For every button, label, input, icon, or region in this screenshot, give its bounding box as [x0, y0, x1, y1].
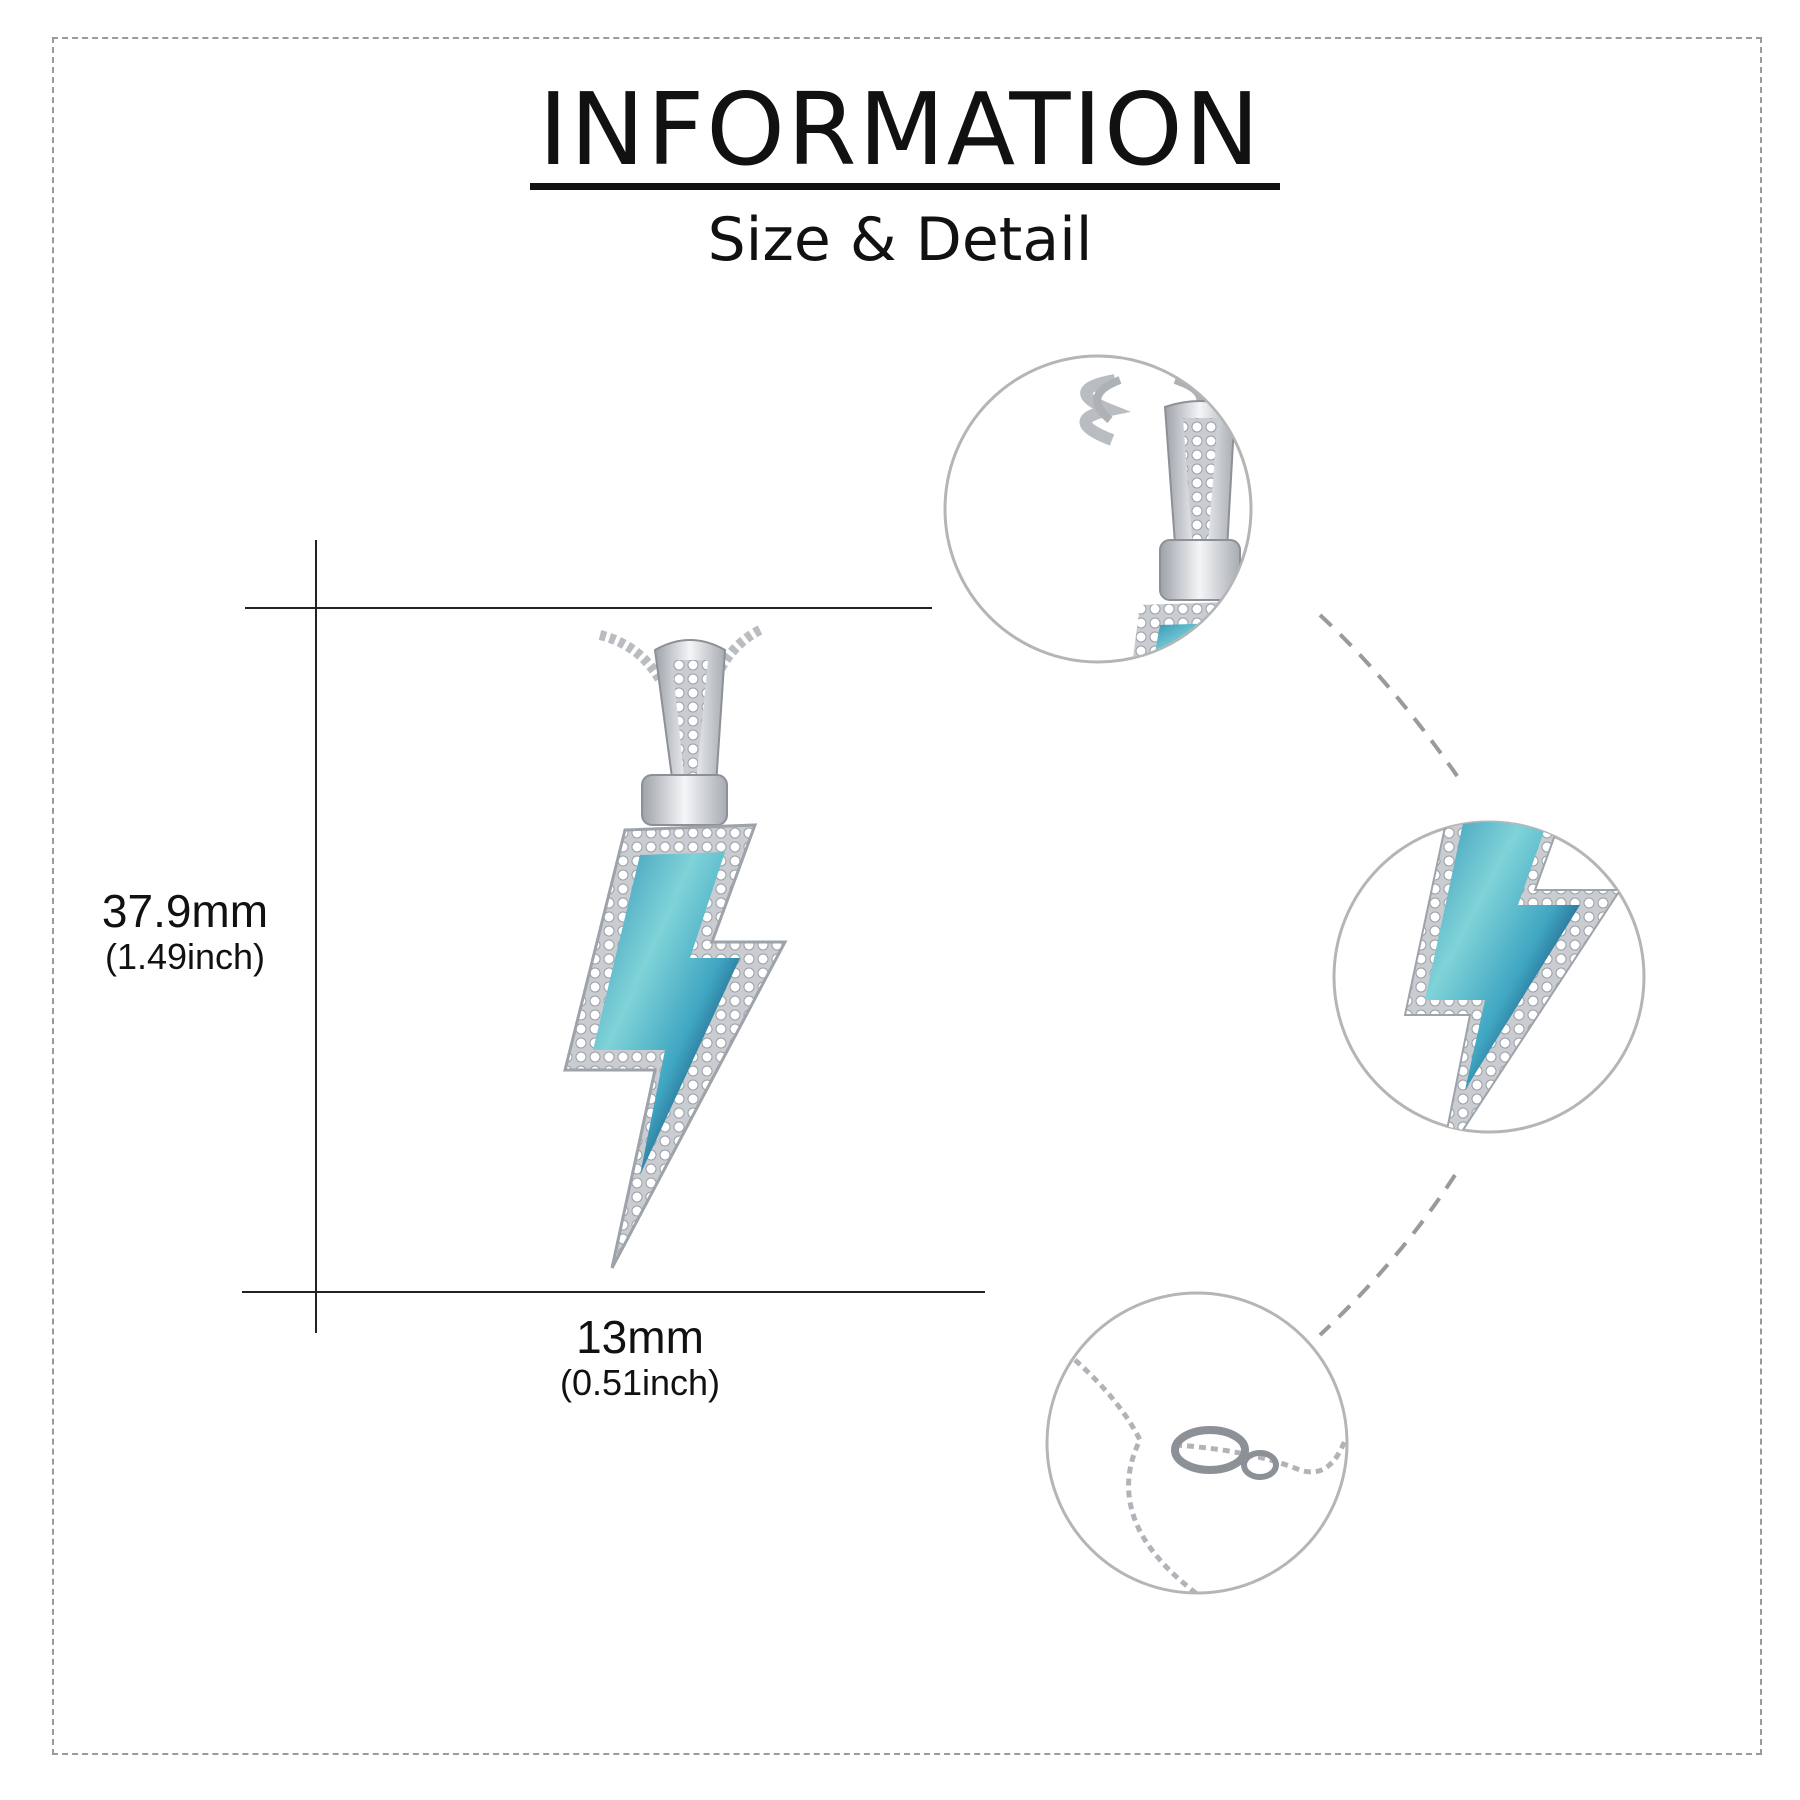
title-underline — [530, 183, 1280, 190]
page-title: INFORMATION — [538, 71, 1262, 188]
clasp-detail-circle — [1045, 1291, 1349, 1595]
width-mm-label: 13mm — [576, 1311, 704, 1363]
page-subtitle: Size & Detail — [707, 205, 1093, 275]
dashed-frame — [52, 37, 1762, 1755]
width-dimension: 13mm (0.51inch) — [530, 1312, 750, 1402]
height-mm-label: 37.9mm — [101, 885, 269, 937]
pendant-detail-circle — [1332, 820, 1646, 1134]
dashed-connector — [1318, 613, 1462, 1337]
main-pendant — [563, 625, 788, 1269]
bail-detail-circle — [943, 354, 1253, 664]
width-inch-label: (0.51inch) — [559, 1361, 721, 1403]
height-dimension: 37.9mm (1.49inch) — [80, 886, 290, 976]
height-inch-label: (1.49inch) — [104, 935, 266, 977]
dimension-lines — [242, 540, 985, 1333]
